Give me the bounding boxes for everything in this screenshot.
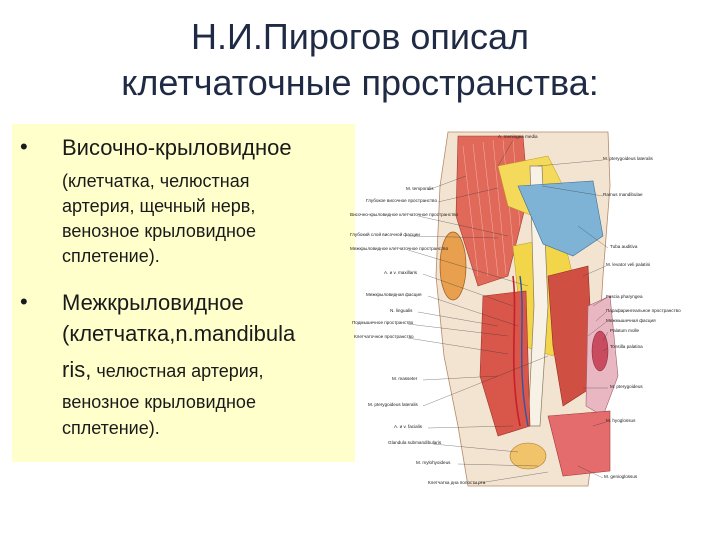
label-left: Межкрыловидная фасция xyxy=(366,292,422,297)
label-right: M. pterygoideus xyxy=(610,384,643,389)
bullet-2-detail-line: венозное крыловидное xyxy=(62,392,256,412)
anatomy-illustration: M. temporalis Глубокое височное простран… xyxy=(350,131,681,487)
label-left: Глубокое височное пространство xyxy=(366,198,437,203)
label-right: Palatum molle xyxy=(610,328,640,333)
label-right: M. pterygoideus lateralis xyxy=(603,156,653,161)
label-left: A. и v. facialis xyxy=(394,424,423,429)
label-left: Глубокий слой височной фасции xyxy=(350,231,420,237)
label-right: Межмышечная фасция xyxy=(606,318,656,323)
pterygoid-venous-plexus xyxy=(519,275,529,427)
title-line-2: клетчаточные пространства: xyxy=(121,62,599,103)
bullet-marker: • xyxy=(20,134,28,159)
label-right: M. genioglossus xyxy=(604,474,638,479)
bullet-marker: • xyxy=(20,289,28,314)
slide-title: Н.И.Пирогов описал клетчаточные простран… xyxy=(60,14,660,106)
label-left: M. pterygoideus lateralis xyxy=(368,402,418,407)
label-left: Межкрыловидное клетчаточное пространство xyxy=(350,246,449,251)
label-right: Ramus mandibulae xyxy=(603,192,643,197)
label-left: Клетчатка дна полости рта xyxy=(428,480,486,485)
leader-lines xyxy=(407,139,609,485)
title-line-1: Н.И.Пирогов описал xyxy=(190,16,530,57)
label-left: N. lingualis xyxy=(390,308,413,313)
label-left: M. masseter xyxy=(392,376,418,381)
bullet-1-heading: Височно-крыловидное xyxy=(62,135,292,160)
label-left: Височно-крыловидное клетчаточное простра… xyxy=(350,212,459,217)
bullet-2-heading: (клетчатка,n.mandibula xyxy=(62,321,296,346)
label-right: Tonsilla palatina xyxy=(610,344,643,349)
masseter-muscle xyxy=(479,290,531,437)
bullet-1-detail-line: венозное крыловидное xyxy=(62,221,256,241)
bullet-2-heading: Межкрыловидное xyxy=(62,290,244,315)
ear-structure xyxy=(439,231,467,301)
label-left: Клетчаточное пространство xyxy=(354,334,414,339)
text-panel xyxy=(12,124,355,462)
pterygoid-muscle xyxy=(547,265,595,407)
bullet-2-mixed-sub: челюстная артерия, xyxy=(91,361,264,381)
tongue xyxy=(547,410,611,477)
label-right: Парафарингеальное пространство xyxy=(606,308,681,313)
bullet-1-detail-line: (клетчатка, челюстная xyxy=(62,171,250,191)
submandibular-gland xyxy=(509,442,547,470)
label-right: Fascia pharyngea xyxy=(606,294,643,299)
label-left: M. temporalis xyxy=(406,186,434,191)
label-left: M. mylohyoideus xyxy=(416,460,451,465)
bullet-1-detail-line: артерия, щечный нерв, xyxy=(62,196,256,216)
label-right: Tuba auditiva xyxy=(610,244,638,249)
maxillary-artery xyxy=(512,275,521,427)
bullet-2-detail-line: сплетение). xyxy=(62,418,160,438)
bullet-1-detail-line: сплетение). xyxy=(62,246,160,266)
label-right: M. hyoglossus xyxy=(606,418,636,423)
bullet-2-mixed-main: ris, xyxy=(62,357,92,382)
tonsil xyxy=(591,330,609,372)
label-right: A. meningea media xyxy=(498,134,538,139)
label-right: M. levator veli palatini xyxy=(606,262,650,267)
label-left: A. и v. maxillaris xyxy=(384,270,418,275)
label-left: Glandula submandibularis xyxy=(388,440,442,445)
skull-base xyxy=(517,180,604,257)
label-left: Подмышечное пространство xyxy=(352,320,414,325)
bullet-2-mixed-line: ris, челюстная артерия, xyxy=(62,356,264,385)
